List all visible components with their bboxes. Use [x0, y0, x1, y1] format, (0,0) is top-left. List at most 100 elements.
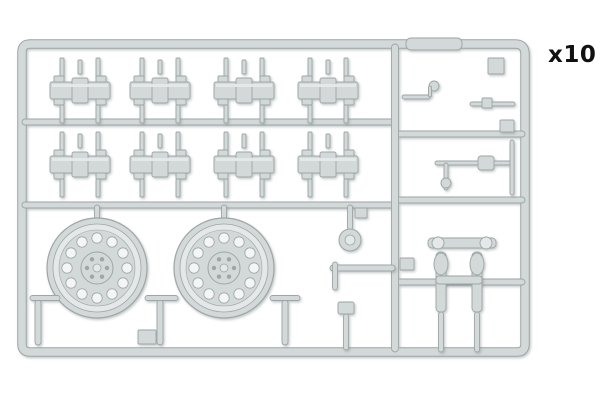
link-tooth: [53, 75, 65, 83]
suspension-arm: [427, 236, 497, 313]
link-gate: [77, 59, 83, 75]
link-tooth: [217, 172, 229, 180]
support-post: [34, 299, 42, 346]
wheel-hole: [61, 262, 73, 274]
link-gate: [307, 131, 313, 153]
rod-knob: [477, 155, 495, 171]
hub-bolt: [216, 257, 222, 262]
link-tooth: [343, 149, 355, 157]
wheel-hole: [203, 288, 215, 300]
hub-bolt: [226, 257, 232, 262]
track-link: [129, 131, 191, 198]
link-gate: [307, 104, 313, 124]
link-tooth: [259, 75, 271, 83]
hub-cap: [92, 263, 102, 273]
hub-bolt: [89, 274, 95, 279]
track-link: [297, 131, 359, 198]
wheel-hole: [91, 292, 103, 304]
wheel-hole: [117, 247, 129, 259]
part-number-tag: [487, 57, 505, 75]
track-link: [213, 131, 275, 198]
link-gate: [77, 133, 83, 149]
outer-frame: [18, 40, 529, 356]
wheel-hole: [65, 247, 77, 259]
link-gate: [343, 131, 349, 153]
link-tooth: [53, 149, 65, 157]
link-tooth: [133, 75, 145, 83]
pin-shaft: [428, 85, 432, 98]
frame-tab: [405, 37, 463, 51]
wheel-hole: [233, 236, 245, 248]
small-bracket: [337, 301, 355, 315]
link-tooth: [301, 172, 313, 180]
link-gate: [259, 104, 265, 124]
link-highlight: [52, 84, 108, 87]
hub-bolt: [99, 274, 105, 279]
support-post: [281, 299, 289, 346]
link-center-guide: [235, 151, 253, 178]
link-gate: [59, 178, 65, 198]
link-highlight: [300, 158, 356, 161]
link-tooth: [175, 149, 187, 157]
link-tooth: [95, 149, 107, 157]
link-highlight: [216, 158, 272, 161]
wheel-hole: [244, 247, 256, 259]
link-tooth: [343, 172, 355, 180]
link-center-guide: [151, 77, 169, 104]
link-gate: [139, 104, 145, 124]
link-center-guide: [71, 77, 89, 104]
link-gate: [95, 178, 101, 198]
runner-horizontal: [21, 201, 396, 209]
link-gate: [59, 57, 65, 79]
arm-cross: [435, 275, 483, 285]
arm-eye: [431, 236, 445, 250]
link-center-guide: [151, 151, 169, 178]
support-bar: [269, 295, 301, 301]
wheel-hole: [248, 262, 260, 274]
pin-block: [481, 97, 493, 109]
link-gate: [157, 133, 163, 149]
part-number-tag: [399, 257, 415, 271]
hub-bolt: [84, 265, 90, 271]
link-tooth: [95, 172, 107, 180]
hub-cap: [219, 263, 229, 273]
runner-stub: [509, 139, 515, 196]
link-center-guide: [71, 151, 89, 178]
wheel-hole: [244, 277, 256, 289]
support-bar: [144, 295, 179, 301]
track-link: [49, 131, 111, 198]
link-tooth: [133, 172, 145, 180]
link-gate: [175, 131, 181, 153]
wheel-hole: [91, 232, 103, 244]
wheel-hole: [188, 262, 200, 274]
link-gate: [95, 104, 101, 124]
link-gate: [175, 57, 181, 79]
link-tooth: [217, 149, 229, 157]
link-tooth: [343, 75, 355, 83]
wheel-hole: [192, 247, 204, 259]
link-tooth: [95, 75, 107, 83]
runner-vertical: [391, 43, 399, 353]
track-links: [49, 57, 359, 198]
quantity-label: x10: [548, 42, 597, 68]
right-parts: [399, 57, 516, 353]
wheel-hole: [117, 277, 129, 289]
link-tooth: [175, 172, 187, 180]
arm-boss: [433, 252, 449, 276]
link-tooth: [95, 98, 107, 106]
link-gate: [259, 178, 265, 198]
track-link: [297, 57, 359, 124]
wheel-hole: [106, 236, 118, 248]
part-number-tag: [354, 207, 368, 219]
link-tooth: [343, 98, 355, 106]
wheel-hole: [203, 236, 215, 248]
track-link: [49, 57, 111, 124]
wheel-hole: [192, 277, 204, 289]
link-gate: [175, 104, 181, 124]
runner-stub: [329, 264, 396, 272]
small-part-gate: [343, 313, 349, 351]
link-highlight: [216, 84, 272, 87]
track-link: [213, 57, 275, 124]
pin-runner: [401, 94, 431, 100]
